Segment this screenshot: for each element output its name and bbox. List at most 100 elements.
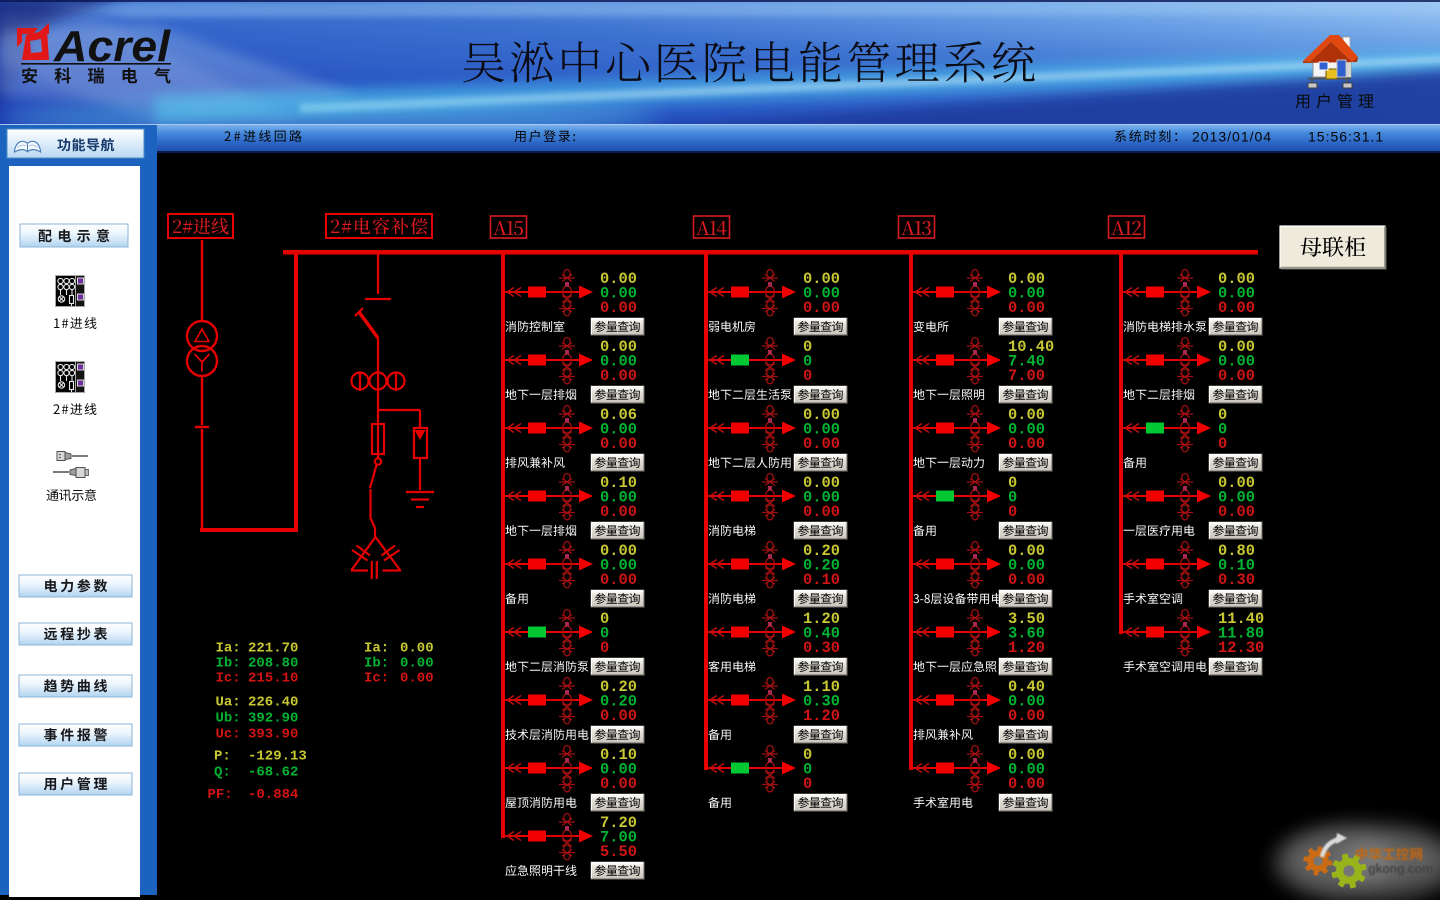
svg-text:0.00: 0.00 <box>400 641 434 657</box>
svg-text:1.20: 1.20 <box>1008 639 1045 657</box>
svg-text:2013/01/04: 2013/01/04 <box>1192 129 1272 145</box>
svg-text:0.00: 0.00 <box>803 270 840 288</box>
svg-text:5.50: 5.50 <box>600 843 637 861</box>
svg-text:0.20: 0.20 <box>803 557 840 575</box>
svg-text:0: 0 <box>1008 503 1017 521</box>
svg-text:0.10: 0.10 <box>600 474 637 492</box>
svg-text:7.20: 7.20 <box>600 814 637 832</box>
svg-text:0.00: 0.00 <box>1008 775 1045 793</box>
svg-text:0: 0 <box>1218 435 1227 453</box>
svg-text:7.00: 7.00 <box>600 829 637 847</box>
svg-text:0.00: 0.00 <box>1218 299 1255 317</box>
svg-text:Ub:: Ub: <box>216 711 241 727</box>
svg-text:0.30: 0.30 <box>803 639 840 657</box>
svg-text:0.40: 0.40 <box>803 625 840 643</box>
svg-text:1.20: 1.20 <box>803 707 840 725</box>
svg-text:0.00: 0.00 <box>1008 435 1045 453</box>
svg-text:0.00: 0.00 <box>1218 353 1255 371</box>
svg-text:7.00: 7.00 <box>1008 367 1045 385</box>
svg-text:0.00: 0.00 <box>803 406 840 424</box>
svg-text:Acrel: Acrel <box>53 22 171 71</box>
svg-text:0.10: 0.10 <box>1218 557 1255 575</box>
svg-text:0.00: 0.00 <box>803 489 840 507</box>
svg-text:0.00: 0.00 <box>600 707 637 725</box>
svg-text:12.30: 12.30 <box>1218 639 1264 657</box>
svg-text:393.90: 393.90 <box>248 727 298 743</box>
svg-text:0.20: 0.20 <box>600 678 637 696</box>
svg-text:0.00: 0.00 <box>600 489 637 507</box>
svg-text:0.00: 0.00 <box>600 503 637 521</box>
svg-text:0.00: 0.00 <box>1008 270 1045 288</box>
svg-text:-0.884: -0.884 <box>248 787 298 803</box>
svg-text:0.00: 0.00 <box>803 503 840 521</box>
svg-text:0.40: 0.40 <box>1008 678 1045 696</box>
svg-text:0: 0 <box>600 610 609 628</box>
svg-text:0.00: 0.00 <box>1008 693 1045 711</box>
svg-text:0: 0 <box>600 639 609 657</box>
svg-text:0: 0 <box>803 775 812 793</box>
svg-text:0.00: 0.00 <box>600 367 637 385</box>
svg-text:0.00: 0.00 <box>600 270 637 288</box>
svg-text:0: 0 <box>1218 421 1227 439</box>
svg-text:7.40: 7.40 <box>1008 353 1045 371</box>
svg-text:0.00: 0.00 <box>600 775 637 793</box>
svg-text:0.00: 0.00 <box>600 435 637 453</box>
svg-text:0.00: 0.00 <box>600 761 637 779</box>
svg-text:0: 0 <box>600 625 609 643</box>
svg-text:0.00: 0.00 <box>803 285 840 303</box>
svg-text:0: 0 <box>803 338 812 356</box>
svg-text:gkong.com: gkong.com <box>1368 862 1433 876</box>
svg-text:11.80: 11.80 <box>1218 625 1264 643</box>
svg-text:1.10: 1.10 <box>803 678 840 696</box>
svg-text:0.00: 0.00 <box>1008 761 1045 779</box>
svg-text:0.00: 0.00 <box>803 421 840 439</box>
svg-text:0.00: 0.00 <box>600 353 637 371</box>
svg-text:3.60: 3.60 <box>1008 625 1045 643</box>
svg-text:P:: P: <box>214 749 231 765</box>
svg-text:0: 0 <box>803 746 812 764</box>
svg-text:0.00: 0.00 <box>1008 707 1045 725</box>
svg-text:Ua:: Ua: <box>216 695 241 711</box>
svg-text:0.00: 0.00 <box>1008 557 1045 575</box>
svg-text:226.40: 226.40 <box>248 695 298 711</box>
svg-text:0.00: 0.00 <box>600 285 637 303</box>
svg-text:0.00: 0.00 <box>1008 285 1045 303</box>
svg-text:0.00: 0.00 <box>600 542 637 560</box>
svg-text:0.00: 0.00 <box>1008 542 1045 560</box>
svg-text:0.00: 0.00 <box>400 671 434 687</box>
svg-text:-68.62: -68.62 <box>248 765 298 781</box>
svg-text:0: 0 <box>1218 406 1227 424</box>
svg-text:0.00: 0.00 <box>1218 489 1255 507</box>
svg-text:0.00: 0.00 <box>1008 746 1045 764</box>
svg-text:Ic:: Ic: <box>216 671 241 687</box>
svg-text:0.00: 0.00 <box>600 338 637 356</box>
svg-text:10.40: 10.40 <box>1008 338 1054 356</box>
svg-text:0.00: 0.00 <box>1218 285 1255 303</box>
svg-text:0: 0 <box>1008 474 1017 492</box>
svg-text:0.30: 0.30 <box>1218 571 1255 589</box>
svg-text:1.20: 1.20 <box>803 610 840 628</box>
svg-text:Q:: Q: <box>214 765 231 781</box>
svg-text:0: 0 <box>803 367 812 385</box>
svg-text:0.20: 0.20 <box>600 693 637 711</box>
svg-text:0: 0 <box>803 353 812 371</box>
svg-text:0.00: 0.00 <box>400 656 434 672</box>
svg-text:15:56:31.1: 15:56:31.1 <box>1308 129 1384 145</box>
svg-text:221.70: 221.70 <box>248 641 298 657</box>
svg-text:0.10: 0.10 <box>803 571 840 589</box>
svg-text:0.00: 0.00 <box>600 557 637 575</box>
svg-text:0.00: 0.00 <box>1008 406 1045 424</box>
svg-text:Ia:: Ia: <box>216 641 241 657</box>
svg-text:0: 0 <box>1008 489 1017 507</box>
svg-text:PF:: PF: <box>208 787 233 803</box>
svg-text:Uc:: Uc: <box>216 727 241 743</box>
svg-text:392.90: 392.90 <box>248 711 298 727</box>
svg-text:0.00: 0.00 <box>1218 270 1255 288</box>
svg-text:0.00: 0.00 <box>803 299 840 317</box>
svg-text:0.80: 0.80 <box>1218 542 1255 560</box>
svg-text:0.00: 0.00 <box>600 299 637 317</box>
svg-text:0.10: 0.10 <box>600 746 637 764</box>
svg-text:11.40: 11.40 <box>1218 610 1264 628</box>
svg-text:0.00: 0.00 <box>1218 367 1255 385</box>
svg-text:0.00: 0.00 <box>803 474 840 492</box>
